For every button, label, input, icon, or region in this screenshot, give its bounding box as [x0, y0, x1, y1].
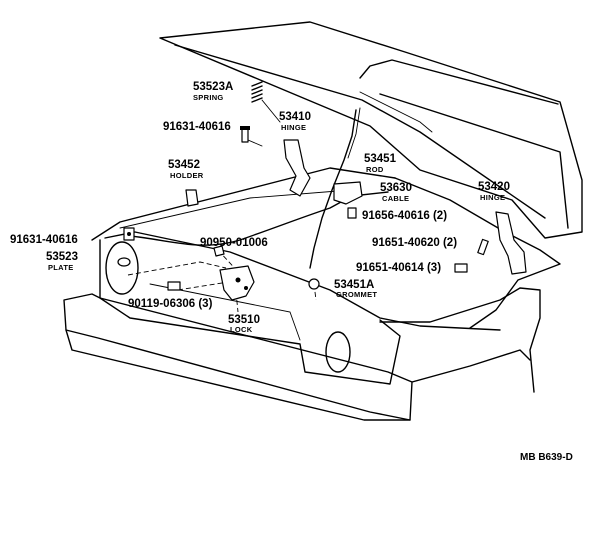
grommet-name: GROMMET [336, 290, 377, 299]
hinge-left-number: 53410 [279, 111, 311, 123]
fender-line [379, 287, 541, 393]
leader-bolt-lock [177, 281, 229, 291]
grommet-number: 53451A [334, 279, 374, 291]
prop-rod [309, 109, 357, 269]
vehicle-body [63, 21, 583, 421]
grille-top [149, 283, 301, 341]
figure-code: MB B639-D [520, 452, 573, 463]
right-fender [394, 177, 561, 329]
right-hinge-part [495, 211, 527, 275]
hinge-right-bolt1-number: 91651-40620 (2) [372, 237, 457, 249]
hinge-bolt-number: 91631-40616 [163, 121, 231, 133]
cable-bolt-part [347, 207, 357, 219]
lock-part [219, 265, 255, 301]
hood-panel [159, 21, 583, 239]
hood-fold [359, 91, 433, 133]
leader-bolt-hinge [247, 139, 263, 147]
spring-part [251, 81, 263, 103]
plate-number: 53523 [46, 251, 78, 263]
windshield [379, 93, 569, 229]
grille-outline [99, 239, 401, 385]
hinge-right-bolt2-number: 91651-40614 (3) [356, 262, 441, 274]
cable-bolt-number: 91656-40616 (2) [362, 210, 447, 222]
bumper-end-right [411, 349, 531, 383]
cable-name: CABLE [382, 194, 409, 203]
hood-rear-edge [359, 59, 559, 105]
cable-bracket-part [333, 181, 363, 205]
radiator-support [119, 189, 351, 229]
lock-bolt-number: 90119-06306 (3) [128, 298, 213, 310]
leader-plate [127, 261, 227, 276]
holder-part [185, 189, 199, 207]
hood-inner-edge [174, 44, 546, 219]
clip-number: 90950-01006 [200, 237, 268, 249]
plate-part [117, 257, 131, 267]
lock-number: 53510 [228, 314, 260, 326]
lock-name: LOCK [230, 325, 253, 334]
spring-name: SPRING [193, 93, 224, 102]
spring-number: 53523A [193, 81, 233, 93]
plate-name: PLATE [48, 263, 74, 272]
clip-part [213, 245, 225, 257]
left-headlight [105, 241, 139, 295]
engine-bay-front [104, 231, 501, 331]
cable-number: 53630 [380, 182, 412, 194]
hinge-right-name: HINGE [480, 193, 505, 202]
right-hinge-bolt-2 [454, 263, 468, 273]
holder-number: 53452 [168, 159, 200, 171]
plate-bolt-number: 91631-40616 [10, 234, 78, 246]
leader-spring [261, 99, 281, 123]
right-headlight [325, 331, 351, 373]
callouts: 53523A SPRING 91631-40616 53410 HINGE 53… [10, 81, 573, 463]
bumper-lower [65, 329, 411, 421]
front-bumper [63, 293, 413, 421]
hinge-bolt-part [240, 126, 250, 143]
rod-number: 53451 [364, 153, 397, 165]
prop-rod-2 [347, 107, 361, 159]
hinge-left-name: HINGE [281, 123, 306, 132]
release-cable [129, 191, 389, 246]
hinge-right-number: 53420 [478, 181, 510, 193]
rod-name: ROD [366, 165, 384, 174]
left-hinge-part [283, 139, 311, 197]
right-hinge-bolt-1 [477, 238, 489, 256]
engine-bay-top [91, 167, 396, 241]
lock-bolt-part [167, 281, 181, 291]
holder-name: HOLDER [170, 171, 204, 180]
plate-bolt-part [123, 227, 135, 241]
grommet-part [308, 278, 320, 290]
parts [117, 81, 527, 301]
